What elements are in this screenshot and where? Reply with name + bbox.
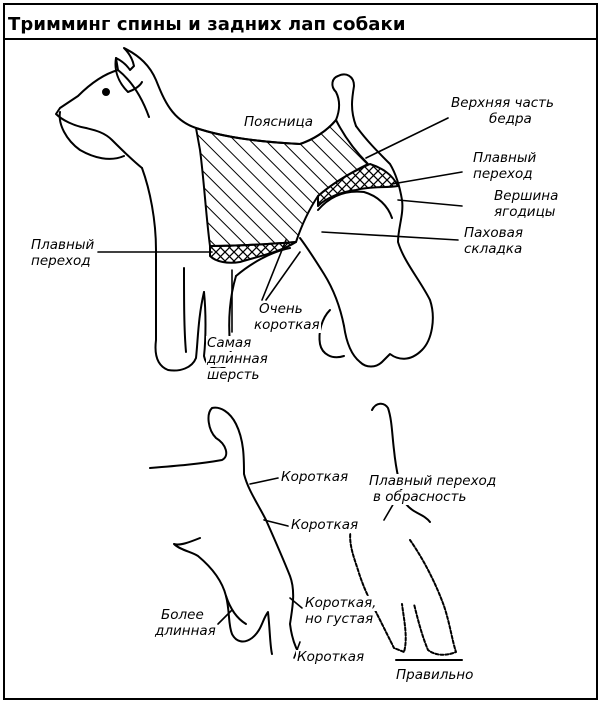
tail-outline [331,73,357,127]
hock-lower [225,595,247,625]
figure-title: Тримминг спины и задних лап собаки [8,14,406,35]
hock-outline [318,309,345,359]
label-very-short-1: Очень [258,301,304,317]
beard-outline [58,111,125,160]
label-upper-thigh-2: бедра [488,111,533,127]
label-buttock-1: Вершина [493,188,560,204]
title-divider [5,38,596,40]
label-short-thick-2: но густая [304,611,375,627]
label-longest-1: Самая [206,335,253,351]
thigh-crease-outline [317,190,393,219]
rear-outline [343,125,434,368]
label-upper-thigh-1: Верхняя часть [450,95,555,111]
left-leg-fur [349,519,407,653]
label-smooth-left-2: переход [30,253,92,269]
front-leg-back-outline [183,267,187,353]
label-longer-1: Более [160,607,205,623]
thigh-crosshatch [317,163,399,207]
label-smooth-left-1: Плавный [30,237,96,253]
thigh-front [173,537,273,655]
label-groin-2: складка [463,241,524,257]
label-short-1: Короткая [280,469,350,485]
rear-legs-rear-view [349,402,463,661]
label-short-3: Короткая [296,649,366,665]
label-poyasnitsa: Поясница [243,114,315,130]
belly-crosshatch [209,241,297,264]
label-longer-2: длинная [154,623,217,639]
label-short-thick-1: Короткая, [304,595,378,611]
label-smooth-feather-2: в обрасность [372,489,468,505]
figure-frame [3,3,598,700]
label-groin-1: Паховая [463,225,525,241]
label-smooth-right-2: переход [472,166,534,182]
label-very-short-2: короткая [253,317,321,333]
front-chest-outline [141,167,205,372]
hind-leg-inner-outline [299,237,345,327]
eye [102,88,110,96]
label-buttock-2: ягодицы [493,204,557,220]
label-smooth-right-1: Плавный [472,150,538,166]
upper-leader-lines [97,117,463,333]
right-leg-fur [409,539,457,656]
muzzle-outline [55,69,143,169]
label-longest-3: шерсть [206,367,261,383]
ear-outline [114,57,143,93]
lower-leader-lines [217,477,399,659]
label-correct: Правильно [395,667,475,683]
label-smooth-feather-1: Плавный переход [368,473,498,489]
label-short-2: Короткая [290,517,360,533]
tail-stub [371,402,431,523]
belly-outline [235,247,291,277]
label-longest-2: длинная [206,351,269,367]
